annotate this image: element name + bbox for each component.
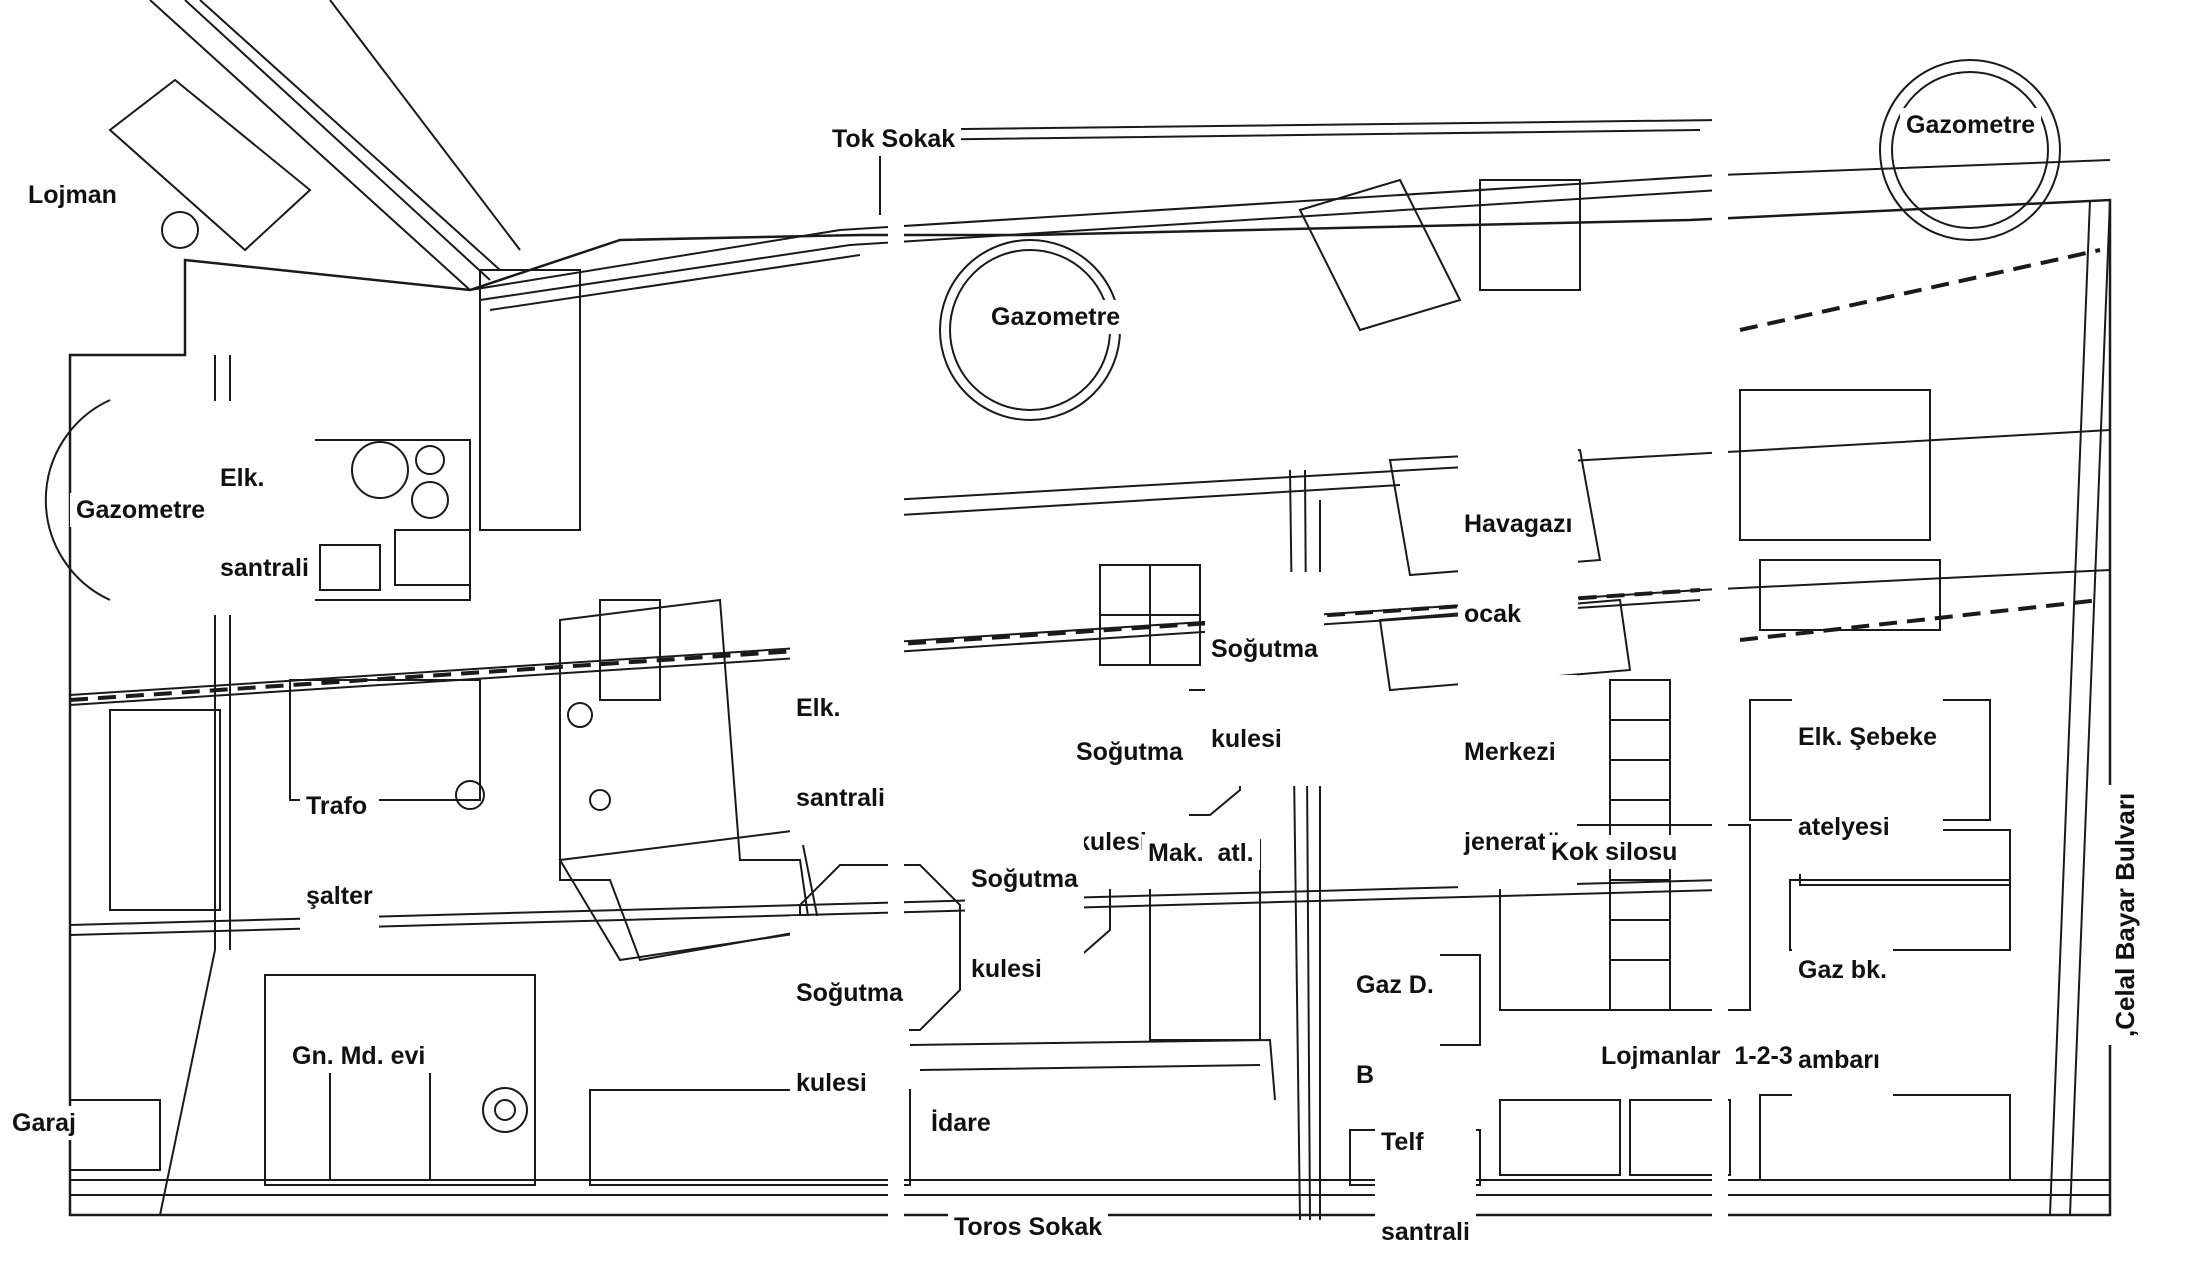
label-idare: İdare: [925, 1106, 997, 1140]
label-mak-atl: Mak. atl.: [1142, 836, 1260, 870]
gazometre-circle-top-right: [1879, 59, 2061, 241]
label-lojman: Lojman: [22, 178, 123, 212]
label-havagazi-ocak: Havagazı ocak: [1458, 447, 1579, 661]
label-sogutma-kulesi-4: Soğutma kulesi: [790, 916, 909, 1130]
label-lojmanlar: Lojmanlar 1-2-3: [1595, 1039, 1799, 1073]
label-gazometre-top-right: Gazometre: [1900, 108, 2042, 142]
label-elk-santrali-mid: Elk. santrali: [790, 631, 891, 845]
label-line: Soğutma: [971, 865, 1078, 893]
site-boundary: [68, 198, 2112, 1217]
label-celal-bayar-bulvari: ,Celal Bayar Bulvarı: [2108, 784, 2143, 1045]
idare-building: [589, 1089, 911, 1186]
label-line: Gaz bk.: [1798, 956, 1887, 984]
label-garaj: Garaj: [6, 1106, 82, 1140]
label-line: kulesi: [971, 955, 1042, 983]
label-kok-silosu: Kok silosu: [1545, 835, 1684, 869]
lojmanlar-building: [1499, 1099, 1621, 1176]
label-line: santrali: [796, 784, 885, 812]
diagonal-road: [149, 0, 521, 291]
label-trafo-salter: Trafo şalter: [300, 729, 379, 943]
label-line: Gaz D.: [1356, 971, 1434, 999]
gn-md-evi-grounds: [264, 974, 536, 1186]
label-line: atelyesi: [1798, 813, 1890, 841]
label-gazometre-center: Gazometre: [985, 300, 1127, 334]
label-sogutma-kulesi-1: Soğutma kulesi: [1205, 572, 1324, 786]
label-line: santrali: [1381, 1218, 1470, 1246]
label-telf-santrali: Telf santrali: [1375, 1065, 1476, 1279]
label-line: Soğutma: [1211, 635, 1318, 663]
label-elk-sebeke-atelyesi: Elk. Şebeke atelyesi: [1792, 660, 1943, 874]
label-line: kulesi: [1076, 828, 1147, 856]
label-line: Elk. Şebeke: [1798, 723, 1937, 751]
upper-road: [469, 159, 2111, 311]
gazometre-circle-left: [44, 399, 111, 601]
label-line: şalter: [306, 882, 373, 910]
label-sogutma-kulesi-3: Soğutma kulesi: [965, 802, 1084, 1016]
label-sogutma-kulesi-2: Soğutma kulesi: [1070, 675, 1189, 889]
label-line: Soğutma: [796, 979, 903, 1007]
label-line: ambarı: [1798, 1046, 1880, 1074]
label-gaz-bk-ambari: Gaz bk. ambarı: [1792, 893, 1893, 1107]
label-gazometre-left: Gazometre: [70, 493, 212, 527]
label-line: Trafo: [306, 792, 368, 820]
label-line: Elk.: [796, 694, 841, 722]
lojman-building: [108, 78, 312, 252]
label-line: kulesi: [1211, 725, 1282, 753]
label-line: Merkezi: [1464, 738, 1556, 766]
label-line: kulesi: [796, 1069, 867, 1097]
sheet-join: [1712, 0, 1728, 1263]
label-gn-md-evi: Gn. Md. evi: [286, 1039, 432, 1073]
label-line: ocak: [1464, 600, 1521, 628]
label-line: Telf: [1381, 1128, 1424, 1156]
label-elk-santrali-left: Elk. santrali: [214, 401, 315, 615]
label-line: santrali: [220, 554, 309, 582]
label-toros-sokak: Toros Sokak: [948, 1210, 1109, 1244]
label-line: Soğutma: [1076, 738, 1183, 766]
label-line: Havagazı: [1464, 510, 1573, 538]
label-tok-sokak: Tok Sokak: [826, 122, 962, 156]
label-line: Elk.: [220, 464, 265, 492]
